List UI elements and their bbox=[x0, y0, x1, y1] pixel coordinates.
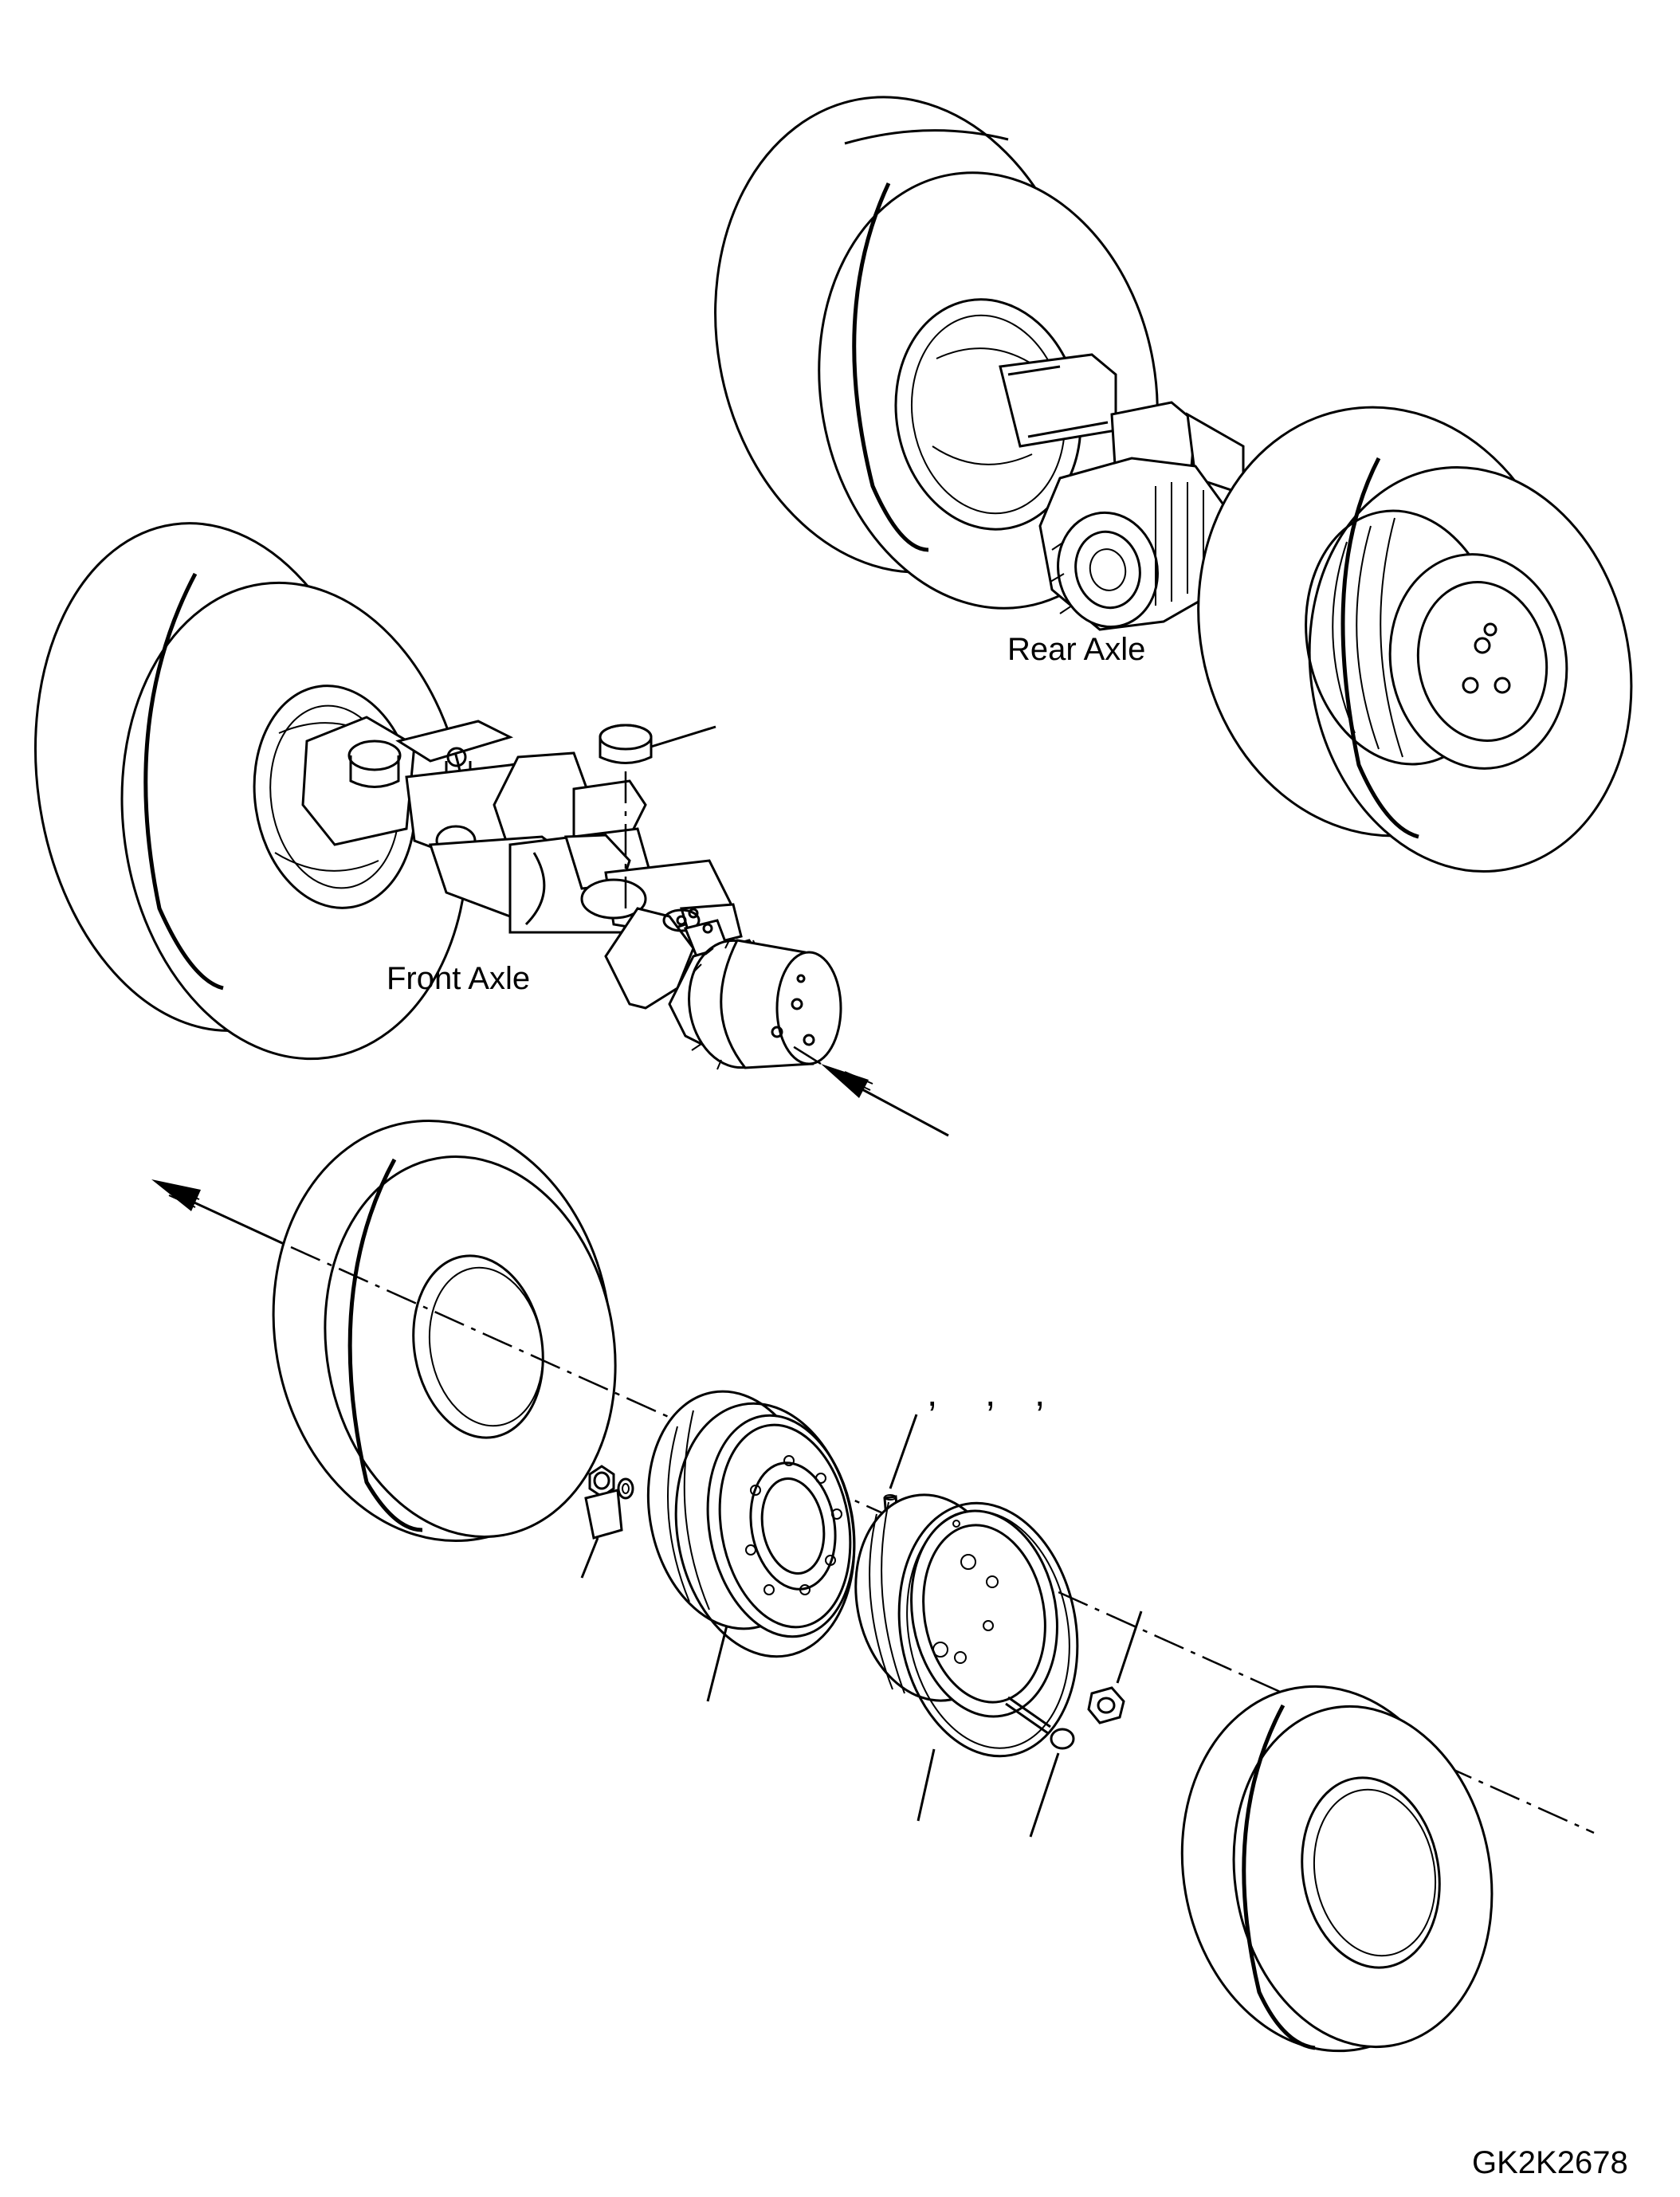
front-wheel-hub bbox=[688, 939, 842, 1070]
front-axle-assembly bbox=[33, 522, 842, 1070]
separator-comma-2: , bbox=[985, 1372, 996, 1414]
exploded-tire-right bbox=[1180, 1685, 1494, 2053]
front-axle-label: Front Axle bbox=[387, 961, 531, 996]
rear-axle-label: Rear Axle bbox=[1007, 632, 1146, 667]
rear-right-dual-tire bbox=[1197, 406, 1633, 873]
wheel-bolt bbox=[1005, 1696, 1075, 1838]
inner-rim-half bbox=[646, 1390, 856, 1702]
drawing-number: GK2K2678 bbox=[1472, 2145, 1628, 2180]
separator-comma-1: , bbox=[927, 1372, 938, 1414]
hub-cap-part bbox=[599, 724, 653, 764]
cap-leader-line bbox=[650, 725, 716, 748]
assembly-direction-arrow bbox=[788, 1042, 949, 1137]
rear-axle-assembly bbox=[714, 96, 1633, 873]
wheel-hub-nut bbox=[1087, 1610, 1143, 1724]
lock-ring bbox=[897, 1501, 1079, 1822]
exploded-tire-left bbox=[272, 1119, 617, 1543]
exploded-wheel-arrow bbox=[151, 1179, 292, 1249]
front-left-dual-tire bbox=[33, 522, 469, 1061]
wheel-nut-and-washer bbox=[580, 1465, 634, 1579]
separator-comma-3: , bbox=[1034, 1372, 1046, 1414]
outer-rim-half bbox=[854, 1493, 1058, 1718]
